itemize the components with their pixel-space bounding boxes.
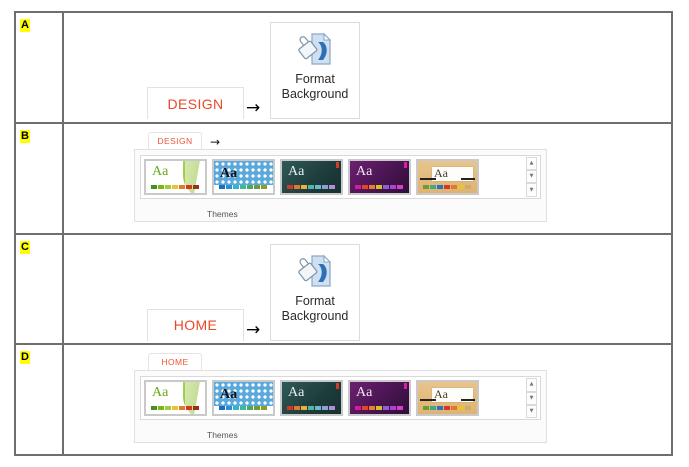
theme-thumb-facet-d[interactable]: Aa [144, 380, 207, 417]
gallery-scroll-down-button[interactable]: ▼ [526, 391, 537, 405]
theme-thumb-purple-d[interactable]: Aa [348, 380, 411, 417]
gallery-scroll-buttons-b[interactable]: ▲ ▼ ▼ [526, 156, 537, 197]
ribbon-button-mock-a: DESIGN → [64, 13, 671, 122]
ribbon-group-themes-b: Aa Aa [134, 148, 547, 222]
table-row: C HOME → [16, 234, 671, 346]
theme-swatches [219, 406, 267, 411]
theme-swatches [287, 184, 335, 189]
gallery-scroll-up-button[interactable]: ▲ [526, 378, 537, 392]
theme-thumb-wood-b[interactable]: Aa [416, 158, 479, 195]
themes-gallery-d[interactable]: Aa Aa [140, 376, 541, 421]
row-label-cell-d: D [16, 345, 64, 454]
row-content-d: HOME Aa [64, 345, 671, 454]
theme-thumb-dots-b[interactable]: Aa [212, 158, 275, 195]
format-background-label-a: Format Background [281, 72, 349, 101]
table-row: B DESIGN → Aa [16, 123, 671, 235]
format-background-icon [295, 252, 335, 290]
theme-swatches [219, 184, 267, 189]
theme-swatches [151, 406, 199, 411]
theme-thumb-dots-d[interactable]: Aa [212, 380, 275, 417]
row-letter-d: D [20, 351, 30, 365]
theme-thumb-dark-teal-d[interactable]: Aa [280, 380, 343, 417]
theme-marker-dot [336, 383, 339, 390]
theme-swatches [287, 406, 335, 411]
tab-outline-home-c[interactable]: HOME [147, 308, 244, 341]
ribbon-button-mock-c: HOME → [64, 235, 671, 344]
theme-aa-text: Aa [288, 163, 305, 179]
theme-aa-text: Aa [152, 385, 169, 401]
row-content-b: DESIGN → Aa [64, 124, 671, 233]
theme-marker-dot [404, 383, 407, 390]
theme-marker-dot [404, 161, 407, 168]
format-background-icon [295, 30, 335, 68]
comparison-table: A DESIGN → [14, 11, 673, 456]
table-row: A DESIGN → [16, 13, 671, 124]
pointer-arrow-a: → [246, 98, 261, 118]
row-letter-b: B [20, 129, 30, 143]
themes-gallery-b[interactable]: Aa Aa [140, 154, 541, 199]
tab-label-home-c: HOME [173, 317, 218, 333]
ribbon-mock-d: HOME Aa [134, 353, 554, 451]
group-label-themes-b: Themes [207, 208, 238, 219]
row-label-cell-a: A [16, 13, 64, 122]
theme-swatches [423, 184, 471, 189]
tab-outline-design-a[interactable]: DESIGN [147, 87, 244, 119]
theme-marker-dot [336, 161, 339, 168]
theme-aa-text: Aa [220, 387, 238, 403]
group-label-themes-d: Themes [207, 430, 238, 441]
gallery-scroll-down-button[interactable]: ▼ [526, 170, 537, 184]
gallery-more-button[interactable]: ▼ [526, 183, 537, 197]
theme-aa-text: Aa [356, 163, 373, 179]
theme-swatches [355, 406, 403, 411]
row-content-c: HOME → [64, 235, 671, 344]
row-letter-c: C [20, 240, 30, 254]
theme-thumb-purple-b[interactable]: Aa [348, 158, 411, 195]
theme-thumb-facet-b[interactable]: Aa [144, 158, 207, 195]
row-label-cell-c: C [16, 234, 64, 344]
gallery-scroll-up-button[interactable]: ▲ [526, 156, 537, 171]
theme-thumb-dark-teal-b[interactable]: Aa [280, 158, 343, 195]
ribbon-mock-b: DESIGN → Aa [134, 131, 554, 224]
pointer-arrow-c: → [246, 319, 261, 340]
pointer-arrow-b: → [210, 134, 221, 149]
row-letter-a: A [20, 19, 30, 32]
ribbon-group-themes-d: Aa Aa [134, 370, 547, 444]
gallery-scroll-buttons-d[interactable]: ▲ ▼ ▼ [526, 378, 537, 419]
row-label-cell-b: B [16, 123, 64, 233]
format-background-button-c[interactable]: Format Background [270, 243, 360, 341]
theme-aa-text: Aa [434, 165, 448, 180]
theme-aa-text: Aa [356, 385, 373, 401]
table-row: D HOME Aa [16, 345, 671, 454]
theme-swatches [151, 184, 199, 189]
ribbon-tab-design-b[interactable]: DESIGN [148, 131, 202, 149]
gallery-more-button[interactable]: ▼ [526, 404, 537, 419]
theme-aa-text: Aa [152, 163, 169, 179]
row-content-a: DESIGN → [64, 13, 671, 122]
theme-aa-text: Aa [288, 385, 305, 401]
ribbon-tab-label-design-b: DESIGN [157, 135, 193, 146]
tab-label-design-a: DESIGN [167, 95, 224, 112]
ribbon-tab-label-home-d: HOME [161, 357, 189, 368]
format-background-label-c: Format Background [281, 293, 349, 323]
theme-aa-text: Aa [434, 387, 448, 402]
theme-aa-text: Aa [220, 165, 238, 181]
theme-swatches [355, 184, 403, 189]
theme-swatches [423, 406, 471, 411]
format-background-button-a[interactable]: Format Background [270, 22, 360, 119]
ribbon-tab-home-d[interactable]: HOME [148, 353, 202, 371]
theme-thumb-wood-d[interactable]: Aa [416, 380, 479, 417]
